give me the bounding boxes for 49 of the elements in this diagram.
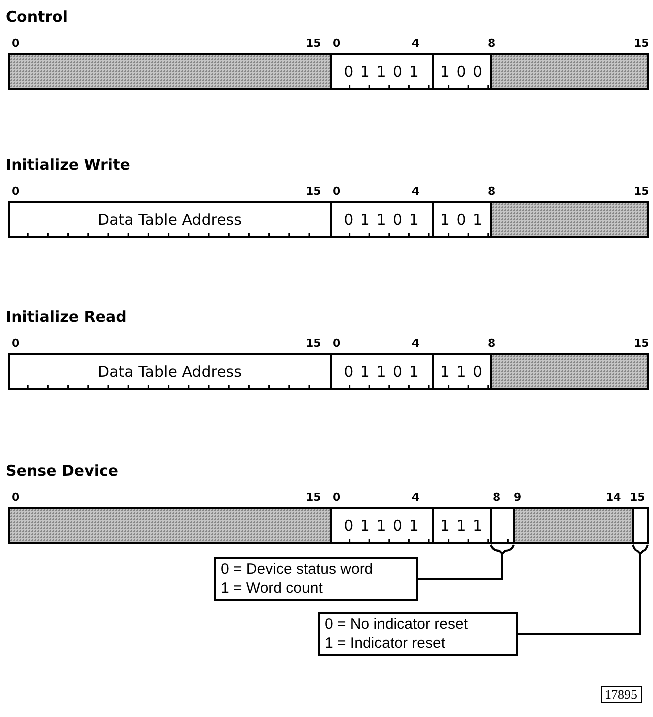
bit-field: 1 1 1 [432,507,492,544]
shaded-field [490,201,649,238]
address-field: Data Table Address [8,201,332,238]
bit-number: 15 [634,185,650,198]
bit-number: 0 [12,37,20,50]
bit-field: 0 1 1 0 1 [330,53,434,90]
bit-number: 4 [412,491,420,504]
bit-number: 8 [488,337,496,350]
bit-number: 15 [306,185,322,198]
bit-number: 4 [412,185,420,198]
bit-number: 0 [333,37,341,50]
bit-field [632,507,649,544]
leader-line [417,544,515,580]
shaded-field [8,53,332,90]
legend-callout: 0 = Device status word 1 = Word count [214,557,418,601]
bit-number: 14 [606,491,622,504]
bit-number: 0 [333,337,341,350]
bit-number: 15 [306,337,322,350]
bit-number: 0 [12,337,20,350]
bit-number: 0 [333,185,341,198]
bit-number: 15 [306,491,322,504]
figure-number: 17895 [601,686,642,703]
bit-number: 15 [306,37,322,50]
bit-number: 4 [412,337,420,350]
bit-number: 8 [488,185,496,198]
bit-number: 0 [12,185,20,198]
shaded-field [490,53,649,90]
register-title: Initialize Read [6,309,127,326]
leader-line [517,544,649,635]
bit-number: 8 [493,491,501,504]
shaded-field [490,353,649,390]
register-title: Sense Device [6,463,119,480]
bit-number: 4 [412,37,420,50]
bit-number: 15 [634,37,650,50]
bit-field: 0 1 1 0 1 [330,353,434,390]
shaded-field [8,507,332,544]
legend-callout: 0 = No indicator reset 1 = Indicator reset [318,612,518,656]
register-title: Initialize Write [6,157,130,174]
bit-number: 15 [634,337,650,350]
bit-field: 0 1 1 0 1 [330,201,434,238]
bit-field: 0 1 1 0 1 [330,507,434,544]
bit-number: 15 [630,491,646,504]
bit-number: 8 [488,37,496,50]
bit-number: 9 [514,491,522,504]
address-field: Data Table Address [8,353,332,390]
bit-number: 0 [333,491,341,504]
register-title: Control [6,9,68,26]
shaded-field [513,507,634,544]
bit-number: 0 [12,491,20,504]
